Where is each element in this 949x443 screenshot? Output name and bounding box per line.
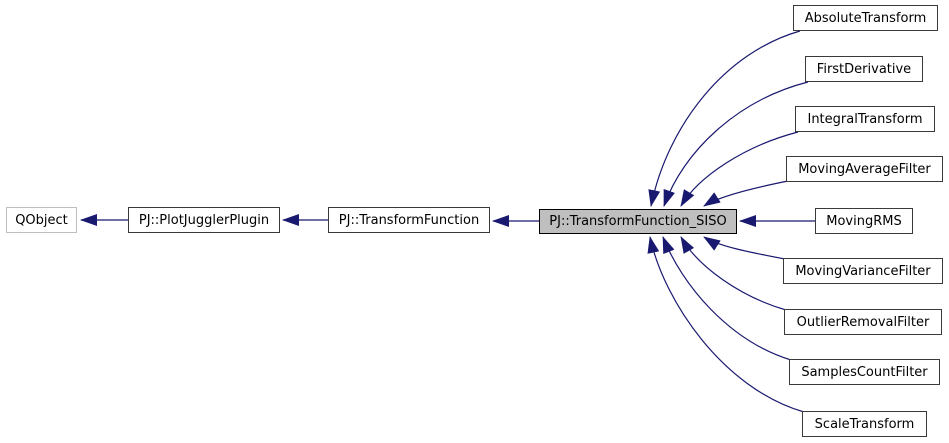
class-node-movingvariancefilter[interactable]: MovingVarianceFilter [783, 258, 943, 284]
class-node-qobject: QObject [6, 207, 77, 233]
edge-absolutetransform [648, 30, 801, 207]
class-node-absolutetransform[interactable]: AbsoluteTransform [793, 5, 938, 31]
class-node-plotjugglerplugin[interactable]: PJ::PlotJugglerPlugin [128, 207, 280, 233]
class-node-samplescountfilter[interactable]: SamplesCountFilter [789, 359, 940, 385]
class-node-movingrms[interactable]: MovingRMS [815, 208, 913, 234]
edge-samplescountfilter [662, 236, 792, 361]
edge-movingaveragefilter [703, 180, 789, 207]
class-node-transformfunction-siso-current: PJ::TransformFunction_SISO [539, 209, 737, 234]
edge-integraltransform [680, 131, 799, 207]
class-node-transformfunction[interactable]: PJ::TransformFunction [328, 207, 490, 233]
edge-outlierremovalfilter [680, 236, 787, 311]
class-node-firstderivative[interactable]: FirstDerivative [805, 56, 923, 82]
edge-scaletransform [647, 236, 805, 413]
edge-firstderivative [663, 81, 809, 207]
class-node-movingaveragefilter[interactable]: MovingAverageFilter [786, 156, 943, 182]
class-node-scaletransform[interactable]: ScaleTransform [802, 411, 927, 437]
class-node-integraltransform[interactable]: IntegralTransform [795, 106, 935, 132]
edge-movingvariancefilter [703, 236, 786, 260]
class-node-outlierremovalfilter[interactable]: OutlierRemovalFilter [784, 309, 942, 335]
